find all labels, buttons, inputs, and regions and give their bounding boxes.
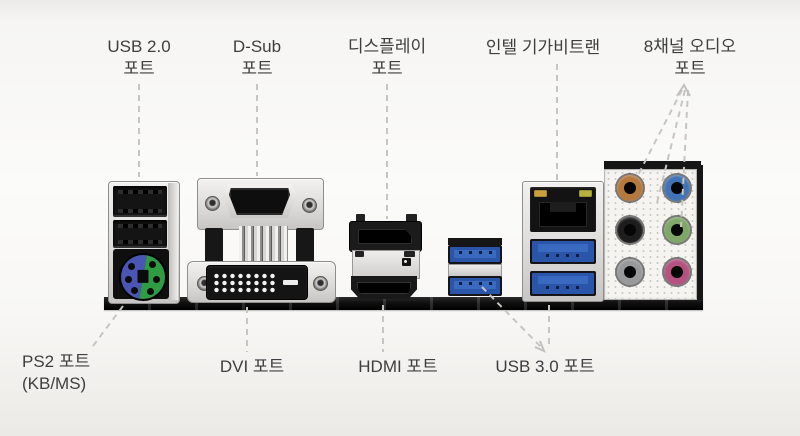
label-dsub-port: D-Sub 포트 <box>232 37 282 78</box>
label-ps2-port: PS2 포트 (KB/MS) <box>22 352 91 393</box>
screw <box>302 198 317 213</box>
usb2-ps2-bracket <box>108 181 180 304</box>
audio-jack-blue <box>664 175 690 201</box>
dp-mount-tab <box>406 214 417 222</box>
dvi-analog-blade <box>283 280 298 285</box>
usb2-port <box>113 220 167 248</box>
usb3-stack-cap <box>448 238 502 245</box>
audio-jack-black <box>617 217 643 243</box>
vga-dvi-spacer-right <box>296 228 314 263</box>
usb3-port <box>530 271 596 296</box>
dvi-pin-grid <box>214 273 277 294</box>
label-dvi-port: DVI 포트 <box>219 357 285 376</box>
usb2-port <box>113 186 167 217</box>
audio-jack-pink <box>664 259 690 285</box>
vga-dvi-spacer-left <box>205 228 223 263</box>
dp-hdmi-plate <box>352 250 420 279</box>
hdmi-cavity <box>357 282 411 294</box>
label-8ch-audio: 8채널 오디오 포트 <box>643 37 737 78</box>
displayport-cavity <box>358 229 412 244</box>
plate-chip <box>402 258 411 266</box>
displayport-port <box>349 221 422 252</box>
lan-led-right <box>579 190 592 197</box>
dp-mount-tab <box>356 214 365 222</box>
audio-jack-orange <box>617 175 643 201</box>
ps2-connector <box>119 253 167 301</box>
usb3-port <box>530 239 596 264</box>
label-usb2-port: USB 2.0 포트 <box>107 37 171 78</box>
dvi-port <box>206 265 308 300</box>
dsub-vga-cavity <box>229 188 290 215</box>
lan-usb3-bracket <box>522 181 604 302</box>
screw <box>313 276 328 291</box>
ps2-combo-port <box>113 249 169 301</box>
audio-jack-green <box>664 217 690 243</box>
lan-led-left <box>534 190 547 197</box>
label-intel-gigabit-lan: 인텔 기가비트랜 <box>485 38 601 57</box>
label-hdmi-port: HDMI 포트 <box>358 357 438 376</box>
usb3-callout-arrowhead <box>534 340 546 353</box>
audio-callout-arrowhead <box>676 83 691 97</box>
usb3-port <box>448 276 502 296</box>
ethernet-port <box>530 187 596 232</box>
label-usb3-port: USB 3.0 포트 <box>495 357 595 376</box>
audio-jack-gray <box>617 259 643 285</box>
hdmi-port <box>351 276 417 299</box>
ps2-key-slot <box>137 269 149 283</box>
label-displayport: 디스플레이 포트 <box>347 37 427 78</box>
ps2-callout-line <box>89 305 124 351</box>
audio-block-side <box>694 165 703 300</box>
bracket-rail <box>168 183 178 300</box>
usb3-port <box>448 245 502 264</box>
connector-ribs <box>239 226 288 263</box>
ethernet-cavity <box>539 202 587 227</box>
screw <box>205 196 220 211</box>
